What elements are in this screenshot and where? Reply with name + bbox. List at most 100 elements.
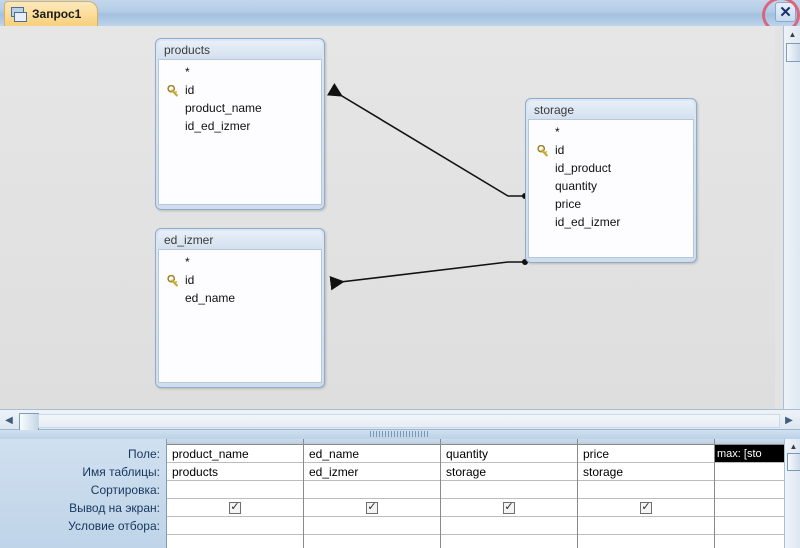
field-label: id_ed_izmer <box>555 215 621 229</box>
grid-show-cell-4[interactable] <box>715 499 800 517</box>
table-title-products: products <box>158 41 322 59</box>
grid-criteria-cell-1[interactable] <box>304 517 440 535</box>
diagram-hscroll-thumb[interactable] <box>19 413 39 431</box>
field-label: * <box>185 65 190 79</box>
grid-table-cell-4[interactable] <box>715 463 800 481</box>
grid-row-labels: Поле:Имя таблицы:Сортировка:Вывод на экр… <box>0 439 167 548</box>
field-ed_izmer-id[interactable]: id <box>163 271 317 289</box>
table-field-list-ed_izmer: * id ed_name <box>158 249 322 383</box>
close-button[interactable]: ✕ <box>775 2 796 22</box>
grid-show-cell-1[interactable]: ✓ <box>304 499 440 517</box>
grid-field-cell-2[interactable]: quantity <box>441 445 577 463</box>
grid-column-4[interactable]: max: [sto <box>715 439 800 548</box>
grid-column-selector-3[interactable] <box>578 439 714 445</box>
field-label: product_name <box>185 101 262 115</box>
splitter-grip-icon <box>370 431 430 437</box>
diagram-table-storage[interactable]: storage * id id_product quantity price id_ed_i… <box>525 98 697 263</box>
field-label: ed_name <box>185 291 236 305</box>
field-label: id <box>185 273 195 287</box>
show-checkbox-3[interactable]: ✓ <box>640 501 652 514</box>
show-checkbox-2[interactable]: ✓ <box>503 501 515 514</box>
table-field-list-products: * id product_name id_ed_izmer <box>158 59 322 205</box>
diagram-table-products[interactable]: products * id product_name id_ed_izmer <box>155 38 325 210</box>
show-checkbox-1[interactable]: ✓ <box>366 501 378 514</box>
diagram-vertical-scrollbar[interactable]: ▲ <box>783 26 800 409</box>
field-products-id_ed_izmer[interactable]: id_ed_izmer <box>163 117 317 135</box>
tab-zapros1[interactable]: Запрос1 <box>4 1 99 26</box>
grid-row-label-2: Сортировка: <box>90 483 160 497</box>
grid-criteria-cell-2[interactable] <box>441 517 577 535</box>
field-label: id <box>185 83 195 97</box>
field-label: id_product <box>555 161 612 175</box>
grid-sort-cell-2[interactable] <box>441 481 577 499</box>
primary-key-icon <box>537 144 549 157</box>
scroll-up-icon[interactable]: ▲ <box>788 29 797 39</box>
table-title-ed_izmer: ed_izmer <box>158 231 322 249</box>
field-storage-id_ed_izmer[interactable]: id_ed_izmer <box>533 213 689 231</box>
grid-row-label-3: Вывод на экран: <box>69 501 160 515</box>
grid-criteria-cell-4[interactable] <box>715 517 800 535</box>
grid-sort-cell-3[interactable] <box>578 481 714 499</box>
diagram-vscroll-thumb[interactable] <box>786 43 800 62</box>
grid-column-selector-2[interactable] <box>441 439 577 445</box>
grid-table-cell-2[interactable]: storage <box>441 463 577 481</box>
field-ed_izmer-ed_name[interactable]: ed_name <box>163 289 317 307</box>
field-label: id_ed_izmer <box>185 119 251 133</box>
grid-row-label-0: Поле: <box>127 447 160 461</box>
field-storage-quantity[interactable]: quantity <box>533 177 689 195</box>
grid-show-cell-2[interactable]: ✓ <box>441 499 577 517</box>
grid-column-selector-0[interactable] <box>167 439 303 445</box>
scroll-left-icon[interactable]: ◀ <box>5 415 13 426</box>
query-design-icon <box>11 7 27 22</box>
grid-table-cell-3[interactable]: storage <box>578 463 714 481</box>
field-products-id[interactable]: id <box>163 81 317 99</box>
grid-field-cell-1[interactable]: ed_name <box>304 445 440 463</box>
table-title-storage: storage <box>528 101 694 119</box>
grid-row-label-4: Условие отбора: <box>68 519 160 533</box>
diagram-horizontal-scrollbar[interactable]: ◀ ▶ <box>0 409 800 431</box>
grid-show-cell-0[interactable]: ✓ <box>167 499 303 517</box>
query-design-grid: Поле:Имя таблицы:Сортировка:Вывод на экр… <box>0 439 800 548</box>
field-label: id <box>555 143 565 157</box>
field-label: * <box>555 125 560 139</box>
field-storage-price[interactable]: price <box>533 195 689 213</box>
grid-scroll-up-icon[interactable]: ▲ <box>789 441 798 451</box>
tab-label: Запрос1 <box>32 7 82 21</box>
field-label: price <box>555 197 582 211</box>
diagram-hscroll-track[interactable] <box>38 414 780 428</box>
grid-column-selector-1[interactable] <box>304 439 440 445</box>
grid-table-cell-1[interactable]: ed_izmer <box>304 463 440 481</box>
grid-table-cell-0[interactable]: products <box>167 463 303 481</box>
field-storage-all[interactable]: * <box>533 123 689 141</box>
field-storage-id[interactable]: id <box>533 141 689 159</box>
grid-field-cell-4[interactable]: max: [sto <box>715 445 800 463</box>
grid-criteria-cell-0[interactable] <box>167 517 303 535</box>
grid-column-selector-4[interactable] <box>715 439 800 445</box>
primary-key-icon <box>167 84 179 97</box>
tab-strip: Запрос1 ✕ <box>0 0 800 33</box>
grid-vertical-scrollbar[interactable]: ▲ <box>784 439 800 548</box>
diagram-table-ed_izmer[interactable]: ed_izmer * id ed_name <box>155 228 325 388</box>
grid-criteria-cell-3[interactable] <box>578 517 714 535</box>
grid-field-cell-3[interactable]: price <box>578 445 714 463</box>
show-checkbox-0[interactable]: ✓ <box>229 501 241 514</box>
grid-sort-cell-1[interactable] <box>304 481 440 499</box>
field-products-product_name[interactable]: product_name <box>163 99 317 117</box>
grid-vscroll-thumb[interactable] <box>787 453 800 471</box>
grid-show-cell-3[interactable]: ✓ <box>578 499 714 517</box>
grid-sort-cell-4[interactable] <box>715 481 800 499</box>
grid-sort-cell-0[interactable] <box>167 481 303 499</box>
scroll-right-icon[interactable]: ▶ <box>785 415 793 426</box>
primary-key-icon <box>167 274 179 287</box>
field-products-all[interactable]: * <box>163 63 317 81</box>
field-storage-id_product[interactable]: id_product <box>533 159 689 177</box>
grid-field-cell-0[interactable]: product_name <box>167 445 303 463</box>
field-ed_izmer-all[interactable]: * <box>163 253 317 271</box>
